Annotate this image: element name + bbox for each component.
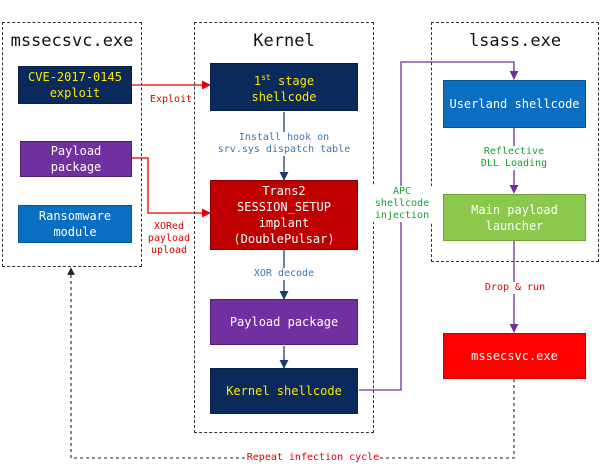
first-stage-shellcode-box: 1st stage shellcode <box>210 63 358 111</box>
exploit-label: Exploit <box>148 94 194 106</box>
kernel-shellcode-label: Kernel shellcode <box>226 384 342 398</box>
reflective-loading-label: Reflective DLL Loading <box>468 146 560 170</box>
drop-run-label: Drop & run <box>480 282 550 294</box>
xored-upload-label: XORed payload upload <box>146 221 192 257</box>
lsass-panel-title: lsass.exe <box>468 31 562 51</box>
ransomware-module-label: Ransomware module <box>38 209 112 239</box>
repeat-cycle-label: Repeat infection cycle <box>246 452 380 464</box>
kernel-payload-package-box: Payload package <box>210 299 358 345</box>
cve-exploit-box: CVE-2017-0145 exploit <box>18 66 132 104</box>
mssecsvc-panel: mssecsvc.exe <box>2 22 142 267</box>
mssecsvc-output-label: mssecsvc.exe <box>471 349 558 363</box>
trans2-implant-label: Trans2 SESSION_SETUP implant (DoublePuls… <box>233 184 335 246</box>
xor-decode-label: XOR decode <box>244 268 324 280</box>
lsass-panel: lsass.exe <box>431 22 599 262</box>
ransomware-module-box: Ransomware module <box>18 205 132 243</box>
first-stage-line2: shellcode <box>251 89 317 104</box>
kernel-payload-package-label: Payload package <box>229 315 339 329</box>
userland-shellcode-label: Userland shellcode <box>449 97 580 111</box>
mssecsvc-panel-title: mssecsvc.exe <box>10 31 134 51</box>
kernel-panel: Kernel <box>194 22 374 433</box>
userland-shellcode-box: Userland shellcode <box>443 80 586 128</box>
install-hook-label: Install hook on srv.sys dispatch table <box>214 132 354 156</box>
payload-package-label: Payload package <box>50 144 102 174</box>
main-payload-launcher-label: Main payload launcher <box>471 202 558 233</box>
trans2-implant-box: Trans2 SESSION_SETUP implant (DoublePuls… <box>210 180 358 250</box>
main-payload-launcher-box: Main payload launcher <box>443 194 586 241</box>
kernel-panel-title: Kernel <box>253 31 315 51</box>
xored-upload-arrow <box>132 157 211 218</box>
payload-package-box: Payload package <box>20 141 132 177</box>
first-stage-line1: 1st stage <box>253 72 315 88</box>
mssecsvc-output-box: mssecsvc.exe <box>443 333 586 379</box>
cve-exploit-label: CVE-2017-0145 exploit <box>28 70 122 100</box>
apc-injection-arrow <box>359 61 519 391</box>
apc-injection-label: APC shellcode injection <box>372 186 432 222</box>
kernel-shellcode-box: Kernel shellcode <box>210 368 358 414</box>
